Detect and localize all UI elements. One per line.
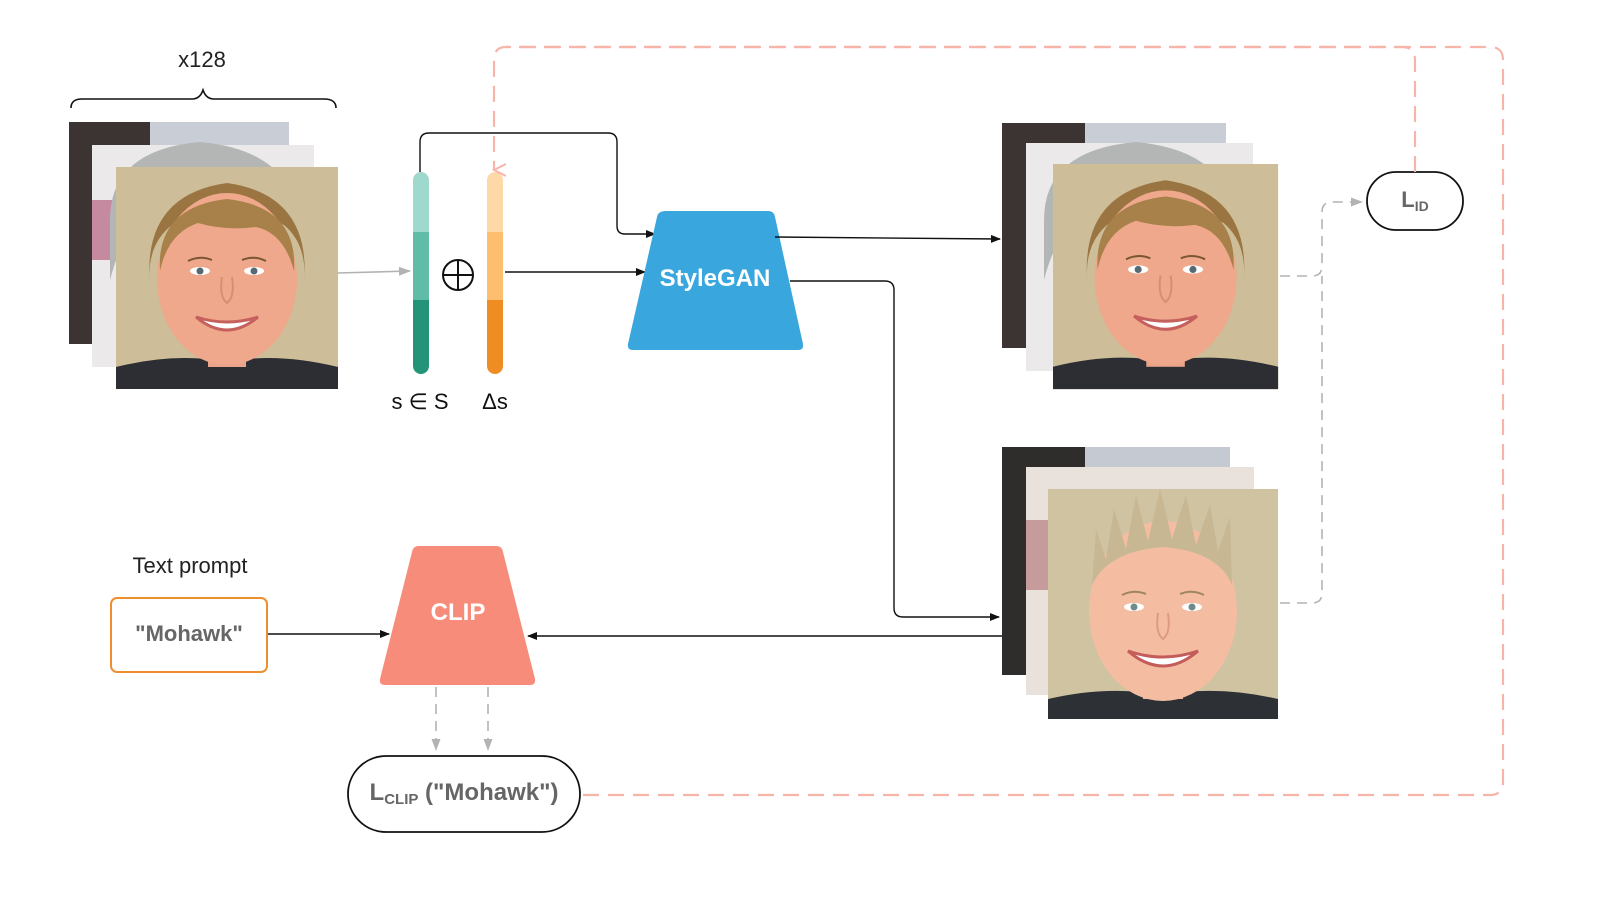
delta-vector [487,172,503,374]
loss-id-label: LID [1401,187,1428,214]
prompt-value: "Mohawk" [135,621,243,646]
output-original-stack [1002,123,1280,391]
stylegan-block [627,211,804,350]
lid-feedback-arrow [494,45,1417,172]
loss-clip-node [347,755,581,833]
batch-brace [70,87,337,109]
edited-to-lid-arrow [1280,276,1323,604]
style-vector-s [413,172,429,374]
circled-plus-icon [442,259,474,291]
input-to-s-arrow [337,266,411,276]
output-edited-face-photo [1046,487,1280,721]
batch-size-label: x128 [178,47,226,72]
stylegan-to-edited-arrow [790,280,1000,621]
clip-block [379,546,536,685]
stylegan-label: StyleGAN [660,265,771,292]
text-prompt-caption: Text prompt [133,553,248,578]
original-to-lid-arrow [1280,197,1363,277]
input-face-photo [114,165,340,391]
prompt-box [110,597,268,673]
stylegan-to-original-arrow [774,234,1001,243]
lclip-feedback-arrow [506,45,1505,797]
loss-clip-label: LCLIP ("Mohawk") [370,779,559,808]
output-edited-stack [1002,447,1280,721]
style-vector-label: s ∈ S [391,389,448,414]
input-face-stack [69,122,340,391]
s-to-stylegan-arrow [419,132,656,238]
clip-label: CLIP [431,599,486,626]
output-original-face-photo [1051,162,1280,391]
delta-vector-label: Δs [482,389,508,414]
